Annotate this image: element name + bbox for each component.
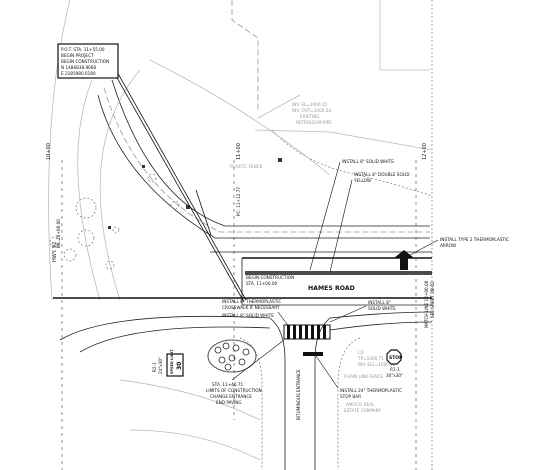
stop-bar-marking bbox=[303, 352, 323, 356]
callout-solid-white-right-1: INSTALL 8" bbox=[368, 300, 391, 305]
callout-limits-1: STA. 11+46.71 bbox=[212, 382, 244, 387]
callout-solid-white-left: INSTALL 8" SOLID WHITE bbox=[222, 313, 274, 318]
callout-double-yellow-1: INSTALL 8" DOUBLE SOLID bbox=[354, 172, 410, 177]
hames-road-label: HAMES ROAD bbox=[308, 285, 355, 292]
pipe-line-2 bbox=[257, 94, 301, 119]
riprap-patch bbox=[207, 339, 257, 373]
pot-line-3: BEGIN CONSTRUCTION bbox=[61, 59, 109, 64]
bp-station-label: BP: 10+00.00 bbox=[56, 219, 61, 248]
tree-symbols bbox=[49, 173, 180, 270]
callout-limits-3: CHANGE ENTRANCE bbox=[210, 394, 252, 399]
label-existing-pipe-1: EXISTING bbox=[300, 114, 320, 119]
stop-octagon-icon bbox=[386, 349, 402, 365]
callout-limits-4: END PAVING bbox=[216, 400, 242, 405]
leader-crosswalk bbox=[277, 311, 291, 329]
pot-info-box: P.O.T. STA. 11+55.00 BEGIN PROJECT BEGIN… bbox=[57, 43, 119, 79]
callout-thermo-1: INSTALL 8" THERMOPLASTIC bbox=[222, 299, 281, 304]
callout-solid-white-top: INSTALL 8" SOLID WHITE bbox=[342, 159, 394, 164]
label-amfico-1: AMFICO REAL bbox=[346, 402, 375, 407]
label-ld-inv: INV. ELF=1000.01 bbox=[358, 362, 396, 367]
pipe-line bbox=[254, 129, 433, 151]
hwy-edge-1 bbox=[48, 0, 71, 301]
leader-arrow bbox=[409, 239, 439, 256]
pot-leader-2 bbox=[115, 75, 245, 303]
callout-arrow-1: INSTALL TYPE 2 THERMOPLASTIC bbox=[440, 237, 509, 242]
pc-station-label: PC: 11+12.77 bbox=[236, 187, 241, 216]
station-11-label: 11+00 bbox=[236, 143, 242, 160]
entrance-west-edge bbox=[269, 317, 286, 470]
turn-arrow-marking bbox=[394, 250, 414, 270]
station-12-label: 12+00 bbox=[422, 143, 428, 160]
entrance-east-edge bbox=[314, 317, 331, 470]
leader-limits bbox=[231, 339, 285, 381]
label-ld: LD bbox=[358, 350, 364, 355]
leader-stop-bar bbox=[315, 355, 339, 389]
pot-line-5: E 2185980.6180 bbox=[61, 71, 96, 76]
pot-line-2: BEGIN PROJECT bbox=[61, 53, 94, 58]
callout-solid-white-right-2: SOLID WHITE bbox=[368, 306, 396, 311]
ramp-arc-outer bbox=[99, 69, 141, 301]
crosswalk-marking bbox=[283, 324, 331, 340]
label-plastic-fence: PLASTIC FENCE bbox=[230, 164, 263, 169]
leader-double-yellow bbox=[329, 179, 353, 273]
label-chain-link: CHAIN LINK FENCE bbox=[344, 374, 384, 379]
label-ld-top: TP=1006.71 bbox=[357, 356, 384, 361]
pot-line-4: N 1486838.9668 bbox=[61, 65, 96, 70]
easement-line bbox=[271, 129, 433, 197]
south-arc-2 bbox=[129, 429, 261, 461]
south-curb-left-2 bbox=[79, 326, 271, 353]
stop-sign-symbol: STOP R1-1 30"x30" bbox=[386, 349, 403, 378]
callout-bituminous: BITUMINOUS ENTRANCE bbox=[296, 369, 301, 420]
pot-leader-1 bbox=[115, 69, 247, 301]
speed-limit-sign-symbol: SPEED LIMIT 30 R2-1 24"x30" bbox=[152, 349, 184, 377]
label-inv-el: INV. EL=1000.25 bbox=[292, 102, 327, 107]
hwy-92-curb-3 bbox=[111, 79, 430, 227]
callout-thermo-2: CROSSWALK IF NECESSARY bbox=[222, 305, 280, 310]
hwy-92-label: HWY. 92 bbox=[52, 242, 58, 262]
pot-leader-3 bbox=[195, 189, 212, 236]
hwy-92-curb-1 bbox=[97, 94, 430, 239]
south-curb-right-1 bbox=[329, 311, 433, 319]
parcel-line-top bbox=[379, 0, 430, 71]
speed-sign-value: 30 bbox=[176, 362, 183, 370]
callout-stop-bar-1: INSTALL 24" THERMOPLASTIC bbox=[340, 388, 402, 393]
label-inv-out: INV. OUT=1000.24 bbox=[292, 108, 331, 113]
pot-line-1: P.O.T. STA. 11+55.00 bbox=[61, 47, 105, 52]
ramp-arc-inner bbox=[77, 79, 101, 301]
roadside-posts bbox=[108, 158, 282, 229]
match-line-sheet: SEE SHEET 2B-02 bbox=[430, 281, 435, 318]
speed-sign-size: 24"x30" bbox=[158, 357, 163, 374]
callout-limits-2: LIMITS OF CONSTRUCTION bbox=[206, 388, 262, 393]
callout-begin-constr-2: STA. 11+00.00 bbox=[246, 281, 278, 286]
stop-sign-text: STOP bbox=[389, 355, 403, 361]
match-line-label: MATCH LINE 12+00.00 bbox=[424, 280, 429, 328]
hwy-92-curb-2 bbox=[103, 87, 430, 233]
speed-sign-text: SPEED LIMIT bbox=[170, 349, 174, 374]
speed-sign-panel bbox=[166, 353, 184, 377]
stop-sign-code: R1-1 bbox=[390, 367, 400, 372]
callout-stop-bar-2: STOP BAR bbox=[340, 394, 361, 399]
callout-double-yellow-2: YELLOW bbox=[353, 178, 371, 183]
station-10-label: 10+00 bbox=[46, 143, 52, 160]
leader-solid-white-right bbox=[329, 305, 367, 323]
callout-arrow-2: ARROW bbox=[440, 243, 456, 248]
label-amfico-2: ESTATE COMPANY bbox=[344, 408, 382, 413]
south-arc bbox=[119, 379, 261, 421]
entrance-west-row bbox=[239, 337, 263, 470]
fence-line bbox=[149, 59, 331, 176]
south-curb-left-1 bbox=[59, 315, 271, 341]
stop-sign-size: 30"x30" bbox=[386, 373, 403, 378]
leader-solid-white-top bbox=[309, 161, 341, 271]
speed-sign-code: R2-1 bbox=[152, 362, 157, 372]
label-existing-pipe-2: PETROLEUM PIPE bbox=[296, 120, 332, 125]
callout-begin-constr-1: BEGIN CONSTRUCTION bbox=[246, 275, 294, 280]
entrance-east-row bbox=[337, 337, 361, 470]
row-line-top bbox=[231, 0, 259, 110]
south-curb-right-2 bbox=[329, 321, 433, 331]
